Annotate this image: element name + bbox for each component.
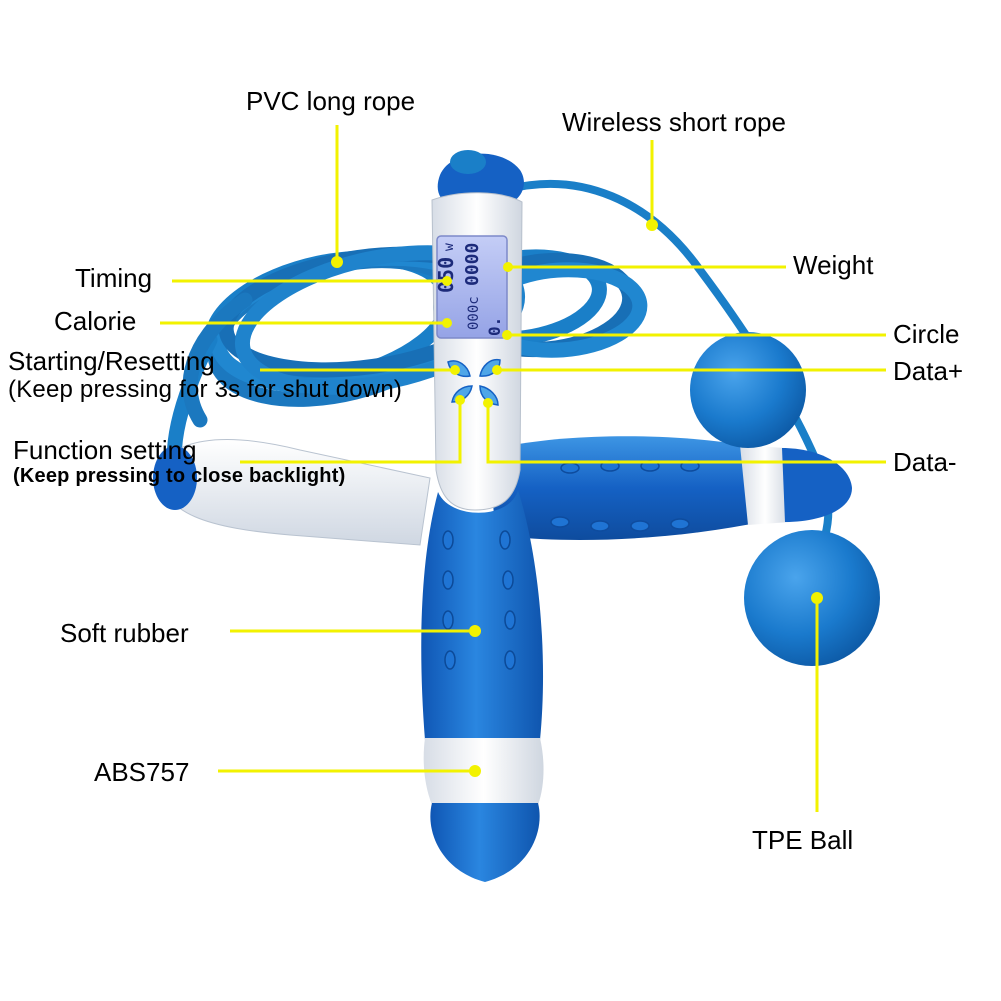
lcd-display: w 050 0000 000c 0.: [434, 235, 508, 339]
lcd-weight-prefix: w: [442, 243, 457, 251]
label-pvc-long-rope: PVC long rope: [246, 86, 416, 116]
label-calorie: Calorie: [54, 306, 137, 336]
label-timing: Timing: [75, 263, 153, 293]
leader-lines: [160, 125, 886, 812]
lcd-weight-value: 050: [434, 257, 458, 293]
lcd-calorie-value: 000c: [466, 296, 482, 330]
label-tpe-ball: TPE Ball: [752, 825, 854, 855]
lcd-timing-value: 0000: [462, 243, 483, 286]
label-starting-resetting: Starting/Resetting: [8, 346, 215, 376]
label-weight: Weight: [793, 250, 874, 280]
label-abs757: ABS757: [94, 757, 190, 787]
label-soft-rubber: Soft rubber: [60, 618, 189, 648]
label-circle: Circle: [893, 319, 960, 349]
tpe-ball-upper: [690, 332, 806, 448]
label-wireless-short-rope: Wireless short rope: [562, 107, 786, 137]
leader-dots: [331, 219, 823, 777]
label-function-setting: Function setting: [13, 435, 197, 465]
label-starting-resetting-note: (Keep pressing for 3s for shut down): [8, 376, 403, 403]
label-function-setting-note: (Keep pressing to close backlight): [13, 465, 346, 487]
label-data-minus: Data-: [893, 447, 957, 477]
label-data-plus: Data+: [893, 356, 964, 386]
lcd-circle-value: 0.: [485, 317, 504, 336]
